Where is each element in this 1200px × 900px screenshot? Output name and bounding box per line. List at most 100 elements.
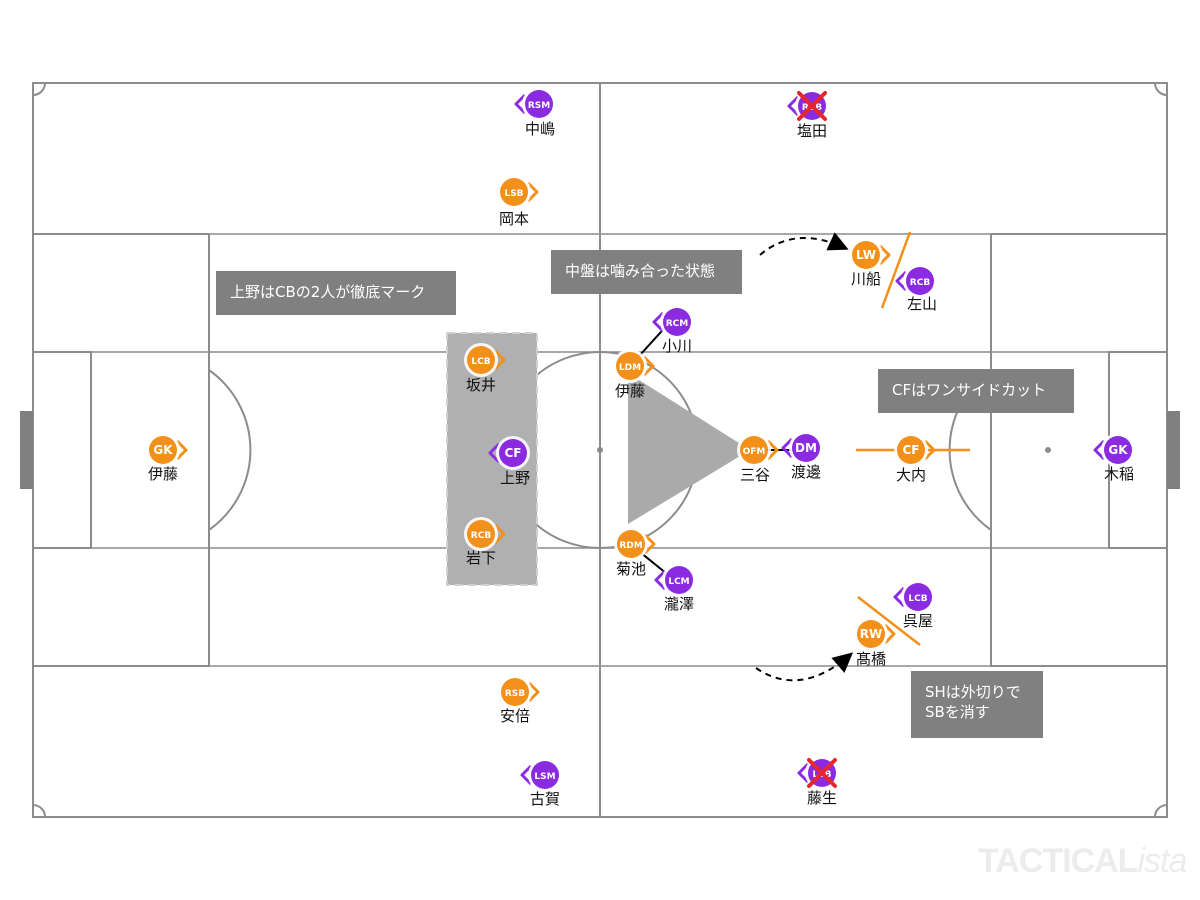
player-position: LW — [856, 248, 876, 262]
player-purple-lsb[interactable]: LSB藤生 — [797, 756, 839, 807]
player-marker — [501, 678, 529, 706]
direction-chevron — [493, 523, 506, 545]
player-purple-rsm[interactable]: RSM 中嶋 — [514, 87, 556, 138]
player-marker — [467, 520, 495, 548]
player-marker — [906, 267, 934, 295]
player-position: RW — [860, 627, 882, 641]
player-position: LDM — [619, 363, 641, 373]
direction-chevron — [652, 311, 665, 333]
player-position: RCB — [471, 531, 492, 541]
player-marker — [617, 530, 645, 558]
player-name: 木稲 — [1104, 465, 1134, 483]
player-position: RSM — [528, 101, 550, 111]
watermark-main: TACTICAL — [978, 842, 1138, 880]
player-marker — [904, 583, 932, 611]
player-name: 伊藤 — [615, 382, 645, 400]
player-position: LCM — [668, 577, 689, 587]
player-orange-rw[interactable]: RW 髙橋 — [854, 617, 896, 668]
direction-chevron — [175, 439, 188, 461]
player-name: 伊藤 — [148, 465, 178, 483]
removed-cross-icon — [797, 91, 827, 121]
corner-arc — [32, 804, 46, 818]
player-name: 安倍 — [500, 707, 530, 725]
player-name: 瀧澤 — [664, 595, 694, 613]
player-orange-lw[interactable]: LW 川船 — [849, 238, 891, 288]
player-marker — [740, 436, 768, 464]
player-purple-cf[interactable]: CF 上野 — [488, 436, 530, 487]
left-penalty-arc — [208, 369, 252, 531]
watermark-suffix: ista — [1137, 842, 1187, 880]
player-purple-rsb[interactable]: RSB塩田 — [787, 89, 829, 140]
player-name: 髙橋 — [856, 650, 886, 668]
player-marker — [616, 352, 644, 380]
player-name: 三谷 — [740, 466, 770, 484]
player-name: 菊池 — [616, 560, 646, 578]
corner-arc — [1154, 804, 1168, 818]
direction-chevron — [493, 349, 506, 371]
player-marker — [149, 436, 177, 464]
player-name: 渡邊 — [791, 463, 821, 481]
corner-arc — [1154, 82, 1168, 96]
lw-movement-arrow — [759, 232, 849, 256]
player-marker — [852, 241, 880, 269]
center-spot — [597, 447, 603, 453]
direction-chevron — [787, 95, 800, 117]
player-position: RDM — [619, 541, 642, 551]
player-position: RSB — [505, 689, 525, 699]
direction-chevron — [878, 244, 891, 266]
player-marker — [499, 439, 527, 467]
player-orange-ofm[interactable]: OFM 三谷 — [737, 433, 779, 484]
note-midfield: 中盤は噛み合った状態 — [551, 250, 742, 294]
player-orange-rdm[interactable]: RDM 菊池 — [614, 527, 656, 578]
player-position: DM — [795, 441, 817, 455]
direction-chevron — [527, 681, 540, 703]
player-orange-rcb[interactable]: RCB 岩下 — [464, 517, 506, 567]
player-position: CF — [504, 446, 521, 460]
player-orange-rsb[interactable]: RSB 安倍 — [498, 675, 540, 725]
direction-chevron — [883, 623, 896, 645]
player-name: 小川 — [662, 337, 692, 355]
direction-chevron — [488, 442, 501, 464]
player-marker — [897, 436, 925, 464]
direction-chevron — [1093, 439, 1106, 461]
left-goal — [20, 411, 33, 489]
direction-chevron — [654, 569, 667, 591]
player-name: 川船 — [851, 270, 881, 288]
player-position: GK — [153, 443, 173, 457]
rw-cut-line — [857, 596, 921, 646]
player-orange-gk[interactable]: GK 伊藤 — [146, 433, 188, 483]
player-name: 左山 — [907, 295, 937, 313]
player-marker — [525, 90, 553, 118]
direction-chevron — [781, 437, 794, 459]
lw-cut-line — [880, 231, 912, 309]
watermark: TACTICALista — [978, 842, 1187, 881]
player-orange-ldm[interactable]: LDM 伊藤 — [613, 349, 655, 400]
corner-arc — [32, 82, 46, 96]
player-name: 中嶋 — [525, 120, 555, 138]
player-name: 上野 — [500, 469, 530, 487]
note-cb-mark: 上野はCBの2人が徹底マーク — [216, 271, 456, 315]
player-name: 塩田 — [797, 122, 827, 140]
player-name: 大内 — [896, 466, 926, 484]
player-position: OFM — [743, 447, 766, 457]
player-position: LCB — [908, 594, 927, 604]
direction-chevron — [895, 270, 908, 292]
player-purple-lcm[interactable]: LCM 瀧澤 — [654, 563, 696, 613]
player-purple-dm[interactable]: DM 渡邊 — [781, 431, 823, 481]
player-name: 岩下 — [466, 549, 496, 567]
rw-movement-arrow — [755, 652, 854, 682]
direction-chevron — [642, 355, 655, 377]
left-penalty-area — [32, 233, 210, 667]
player-name: 古賀 — [530, 790, 560, 808]
player-name: 藤生 — [807, 789, 837, 807]
